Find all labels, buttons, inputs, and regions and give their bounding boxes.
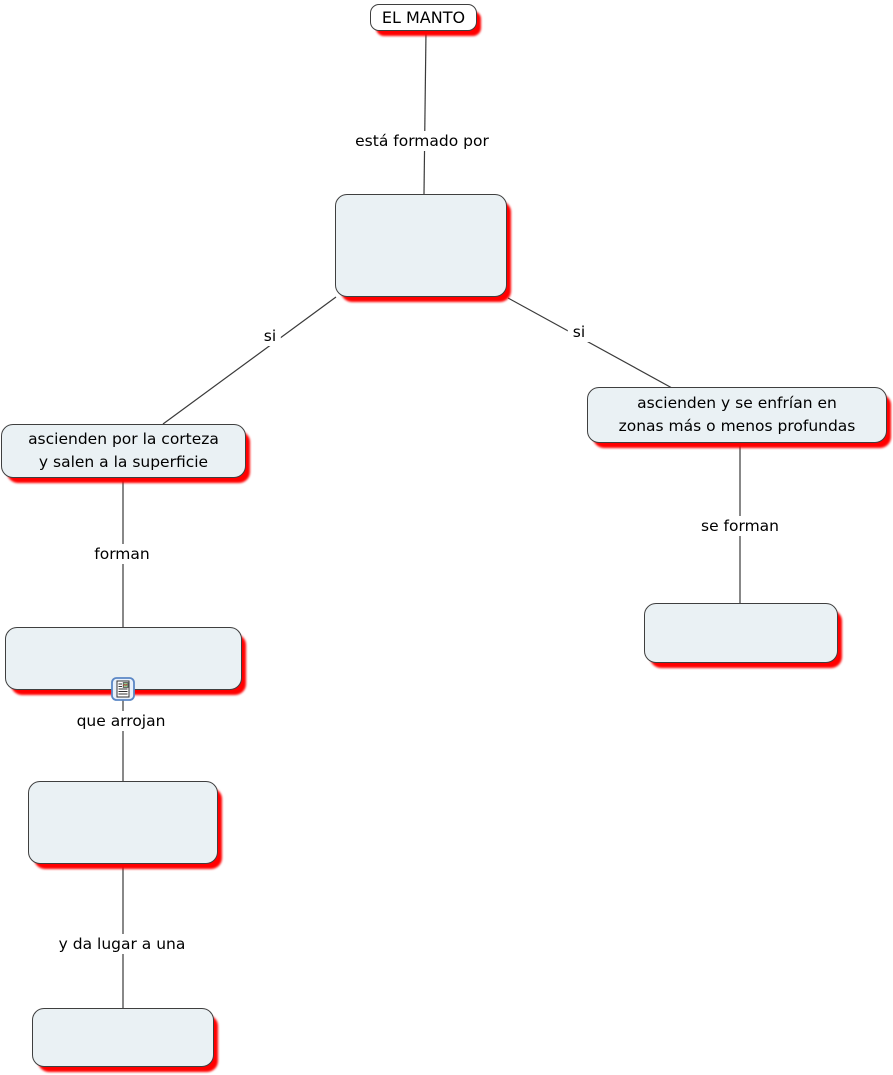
link-label-esta-formado-por[interactable]: está formado por — [350, 131, 494, 151]
concept-node-empty-left-4[interactable] — [32, 1008, 214, 1067]
resource-icon[interactable] — [111, 677, 135, 701]
connector-root-center — [423, 30, 427, 195]
link-label-si-left[interactable]: si — [258, 326, 282, 346]
link-label-y-da-lugar-a-una[interactable]: y da lugar a una — [53, 934, 191, 954]
link-label-si-right[interactable]: si — [567, 322, 591, 342]
concept-node-empty-center[interactable] — [335, 194, 507, 297]
concept-node-empty-left-3[interactable] — [28, 781, 218, 864]
link-label-que-arrojan[interactable]: que arrojan — [71, 711, 171, 731]
concept-node-el-manto[interactable]: EL MANTO — [370, 4, 477, 31]
connector-center-right1 — [507, 297, 673, 389]
concept-node-ascienden-corteza[interactable]: ascienden por la corteza y salen a la su… — [1, 424, 246, 478]
concept-node-empty-right-2[interactable] — [644, 603, 838, 663]
connector-center-left1 — [162, 296, 337, 425]
link-label-forman[interactable]: forman — [89, 544, 155, 564]
concept-node-ascienden-enfrian[interactable]: ascienden y se enfrían en zonas más o me… — [587, 387, 887, 443]
link-label-se-forman[interactable]: se forman — [696, 516, 784, 536]
